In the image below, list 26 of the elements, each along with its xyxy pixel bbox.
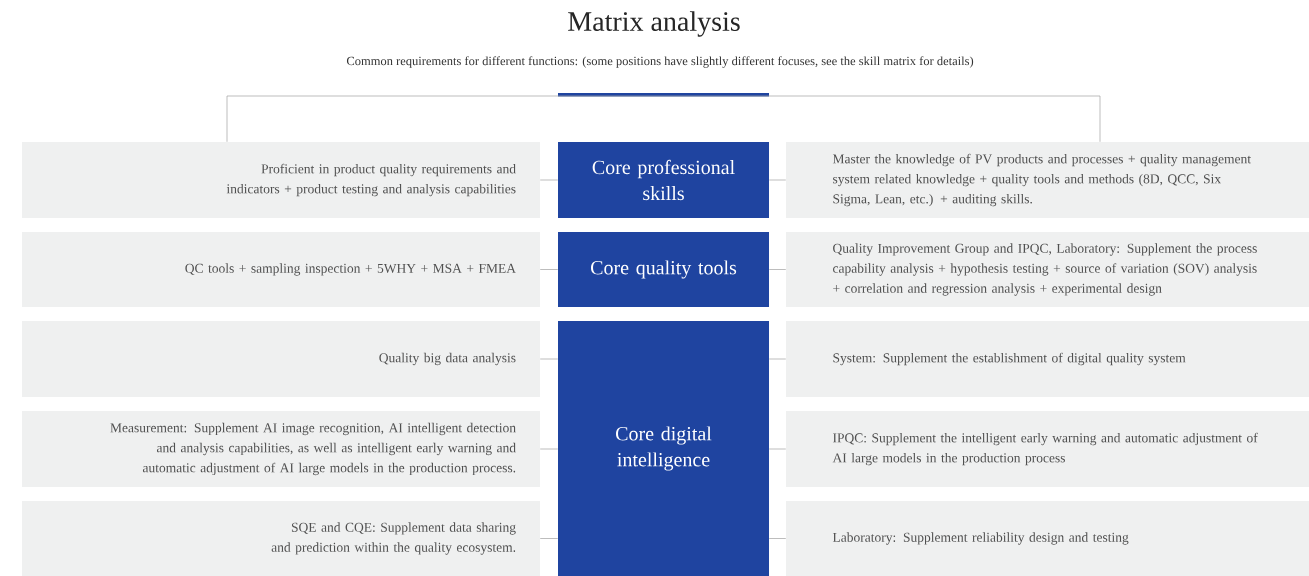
requirement-box: Quality Improvement Group and IPQC, Laboratory: Supplement the process capability analysis + hypothesis testing + source of variation (SOV) analysis + correlation and regression analysis + experimental design xyxy=(786,232,1309,307)
requirement-box: Master the knowledge of PV products and processes + quality management system related knowledge + quality tools and methods (8D, QCC, Six Sigma, Lean, etc.) + auditing skills. xyxy=(786,142,1309,218)
connector xyxy=(539,179,559,181)
connector xyxy=(768,179,787,181)
requirement-box: Laboratory: Supplement reliability design and testing xyxy=(786,501,1309,576)
requirement-box: Proficient in product quality requirements and indicators + product testing and analysis capabilities xyxy=(22,142,540,218)
connector xyxy=(226,95,1101,143)
category-box: Core professional skills xyxy=(558,142,769,218)
connector xyxy=(539,448,559,450)
requirement-box: SQE and CQE: Supplement data sharing and prediction within the quality ecosystem. xyxy=(22,501,540,576)
requirement-box: Quality big data analysis xyxy=(22,321,540,397)
connector xyxy=(768,269,787,270)
requirement-box: QC tools + sampling inspection + 5WHY + MSA + FMEA xyxy=(22,232,540,307)
connector xyxy=(768,358,787,360)
connector xyxy=(768,538,787,539)
requirement-box: IPQC: Supplement the intelligent early warning and automatic adjustment of AI large models in the production process xyxy=(786,411,1309,487)
connector xyxy=(768,448,787,450)
title: Matrix analysis xyxy=(568,11,740,37)
connector xyxy=(539,269,559,270)
category-box: Core digital intelligence xyxy=(558,321,769,576)
requirement-box: Measurement: Supplement AI image recognition, AI intelligent detection and analysis capabilities, as well as intelligent early warning and automatic adjustment of AI large models in the production process. xyxy=(22,411,540,487)
subtitle: Common requirements for different functions: (some positions have slightly different focuses, see the skill matrix for details) xyxy=(346,56,974,68)
connector xyxy=(539,358,559,360)
requirement-box: System: Supplement the establishment of digital quality system xyxy=(786,321,1309,397)
connector xyxy=(539,538,559,539)
category-box: Core quality tools xyxy=(558,232,769,307)
